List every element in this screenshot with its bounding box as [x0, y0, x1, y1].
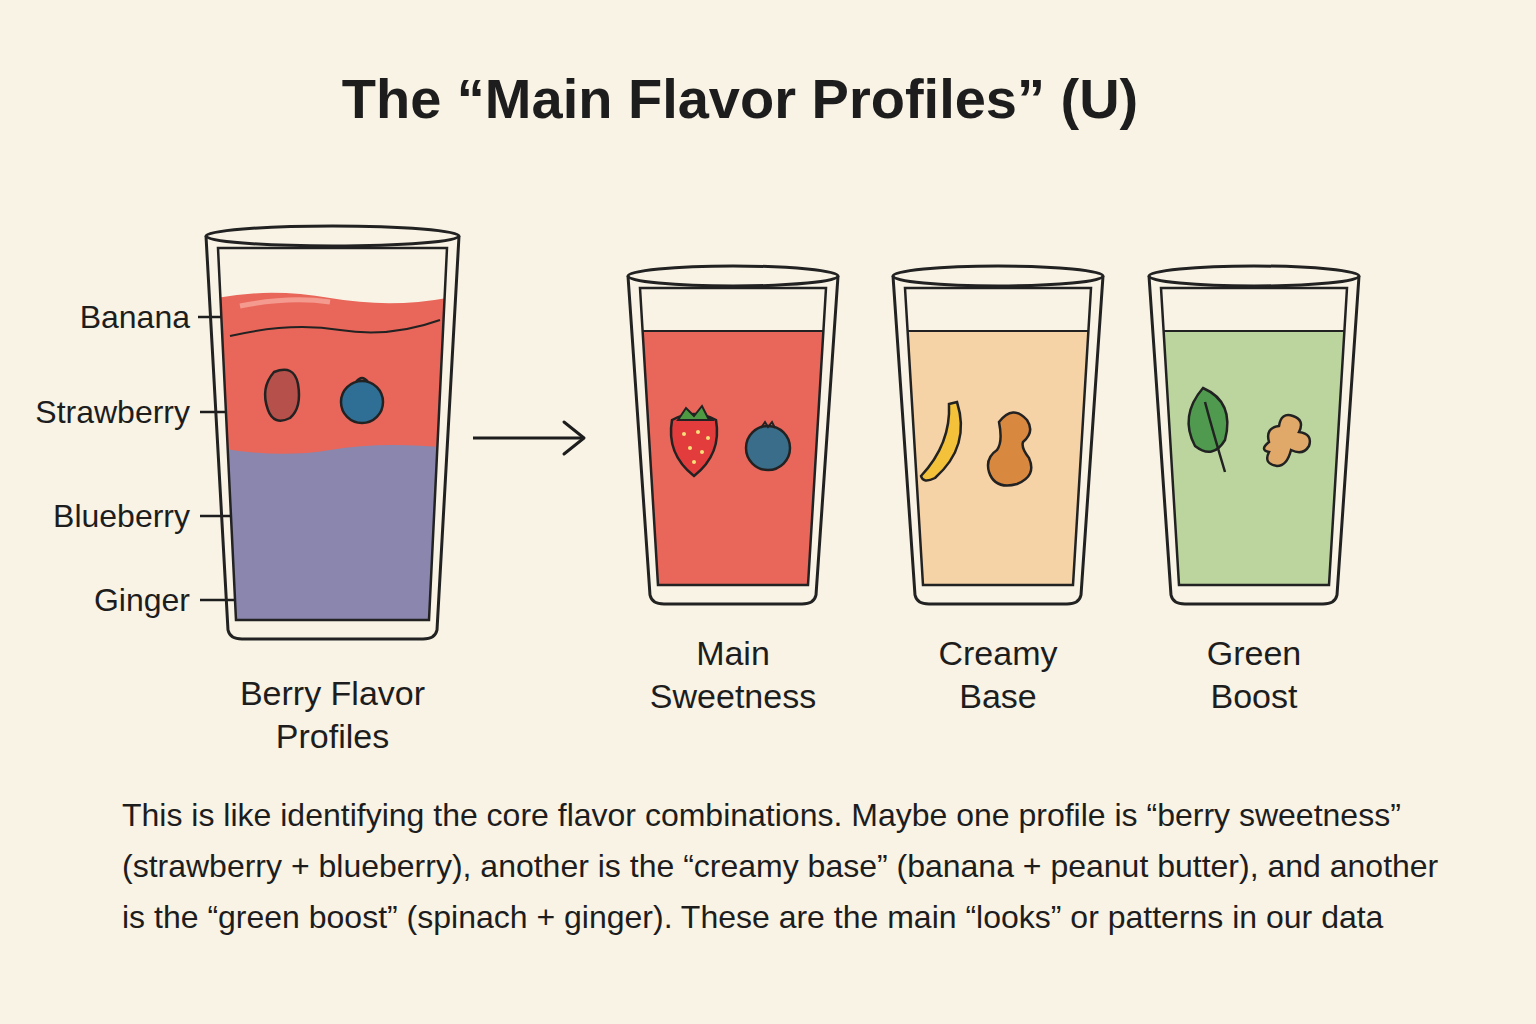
caption: This is like identifying the core flavor…	[122, 790, 1467, 943]
smoothie-liquid	[1143, 330, 1365, 607]
ingredient-icons	[671, 406, 790, 476]
glass-outline	[1143, 262, 1365, 611]
glass-label: Main Sweetness	[643, 632, 823, 718]
ingredient-icons	[921, 402, 1031, 486]
glass-outline	[200, 222, 465, 646]
title: The “Main Flavor Profiles” (U)	[240, 66, 1240, 132]
label-row: Main Sweetness	[622, 632, 844, 718]
ingredient-label: Blueberry	[0, 496, 190, 536]
label-row: Berry Flavor Profiles	[200, 672, 465, 758]
ingredient-icons	[1189, 388, 1310, 472]
label-row: Green Boost	[1143, 632, 1365, 718]
glass-drawing	[622, 262, 844, 607]
ingredient-icons	[265, 370, 383, 423]
label-row: Creamy Base	[887, 632, 1109, 718]
smoothie-liquid	[887, 330, 1109, 607]
smoothie-liquid	[622, 330, 844, 607]
glass-node: Berry Flavor Profiles	[200, 222, 465, 768]
arrow-connector	[473, 422, 584, 454]
glass-label: Green Boost	[1164, 632, 1344, 718]
glass-drawing	[1143, 262, 1365, 607]
smoothie-liquid	[200, 293, 465, 642]
ingredient-label: Ginger	[0, 580, 190, 620]
glass-node: Main Sweetness	[622, 262, 844, 728]
glass-drawing	[200, 222, 465, 642]
glass-outline	[887, 262, 1109, 611]
glass-node: Creamy Base	[887, 262, 1109, 728]
glass-label: Creamy Base	[908, 632, 1088, 718]
glass-node: Green Boost	[1143, 262, 1365, 728]
ingredient-label: Banana	[0, 297, 190, 337]
ingredient-label: Strawberry	[0, 392, 190, 432]
glass-label: Berry Flavor Profiles	[215, 672, 450, 758]
arrow-head	[564, 422, 584, 454]
glass-outline	[622, 262, 844, 611]
glass-drawing	[887, 262, 1109, 607]
